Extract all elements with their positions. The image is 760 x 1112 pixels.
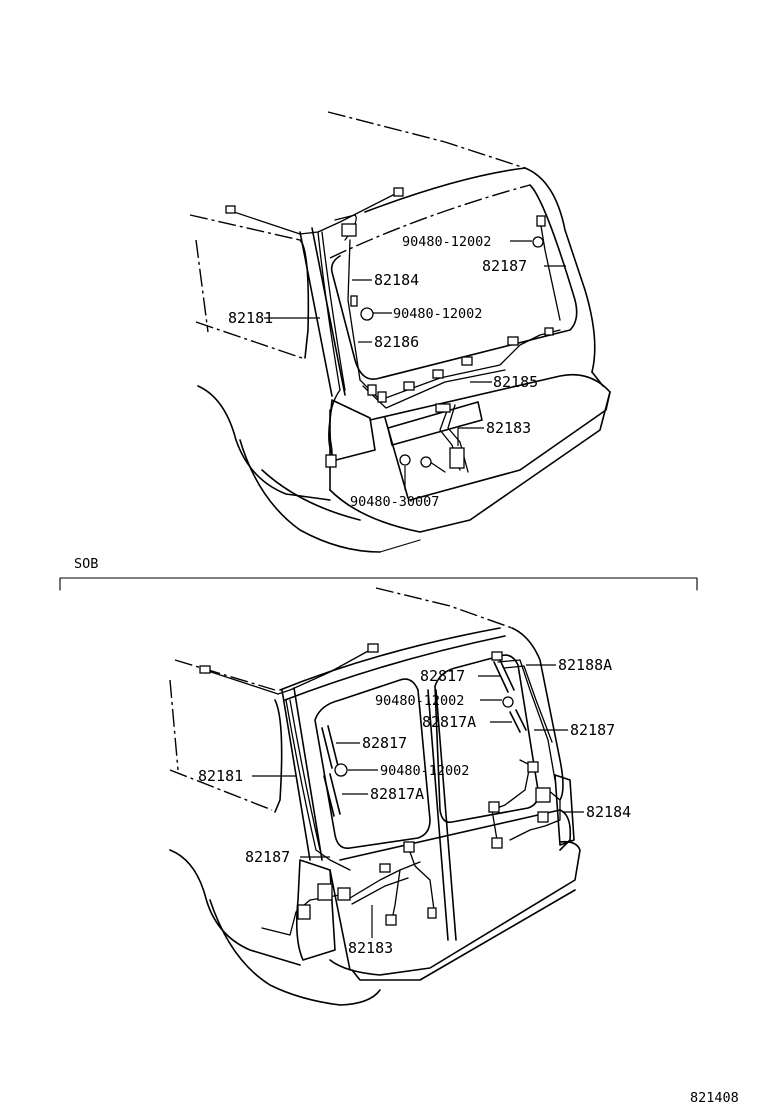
label-82817-left: 82817: [362, 734, 407, 752]
label-82186-top: 82186: [374, 333, 419, 351]
top-view-callouts: 82181 82184 82186 90480-12002 82187 9048…: [228, 234, 566, 510]
label-82184-bottom: 82184: [586, 803, 631, 821]
label-82183-bottom: 82183: [348, 939, 393, 957]
label-82187-right: 82187: [570, 721, 615, 739]
label-82184-top: 82184: [374, 271, 419, 289]
label-clip-a-top: 90480-12002: [402, 234, 491, 250]
label-82817-top: 82817: [420, 667, 465, 685]
label-82185-top: 82185: [493, 373, 538, 391]
label-clip-left-bottom: 90480-12002: [380, 763, 469, 779]
label-clip-b-top: 90480-12002: [393, 306, 482, 322]
label-82817a-left: 82817A: [370, 785, 424, 803]
section-label: SOB: [74, 556, 98, 572]
label-clip-top-bottom: 90480-12002: [375, 693, 464, 709]
label-82183-top: 82183: [486, 419, 531, 437]
section-divider: SOB: [59, 556, 698, 591]
label-82187-top: 82187: [482, 257, 527, 275]
label-82188a: 82188A: [558, 656, 612, 674]
label-82181-bottom: 82181: [198, 767, 243, 785]
label-82181-top: 82181: [228, 309, 273, 327]
label-clip-c-top: 90480-30007: [350, 494, 439, 510]
bottom-vehicle-view: [169, 587, 581, 1006]
label-82817a-top: 82817A: [422, 713, 476, 731]
top-vehicle-view: [189, 111, 611, 553]
bottom-view-callouts: 82188A 82817 90480-12002 82817A 82187 82…: [198, 656, 631, 957]
figure-number: 821408: [690, 1090, 739, 1106]
label-82187-left: 82187: [245, 848, 290, 866]
